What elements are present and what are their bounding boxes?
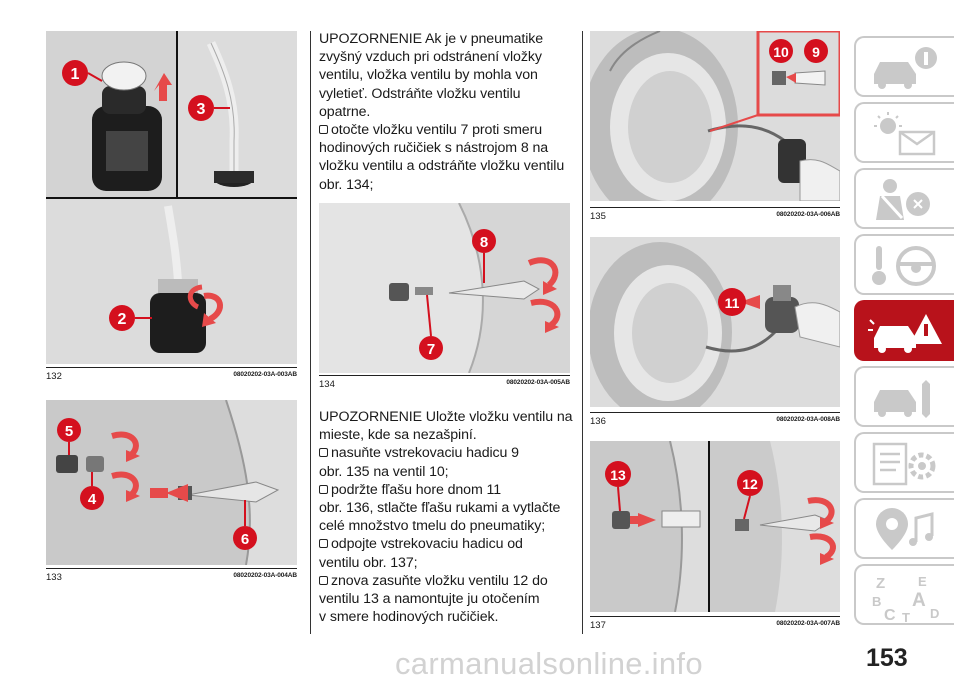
figure-135: 10 9 <box>590 31 840 201</box>
sidebar-tab-emergency[interactable] <box>854 300 954 361</box>
sidebar-tab-safety[interactable] <box>854 168 954 229</box>
fig134-label-8: 8 <box>480 234 488 251</box>
figure-code: 08020202-03A-006AB <box>776 211 840 218</box>
fig137-label-13: 13 <box>610 467 626 483</box>
figure-code: 08020202-03A-005AB <box>506 379 570 386</box>
text-line: ventilu obr. 137; <box>319 554 418 571</box>
warning-lights-icon <box>874 112 936 156</box>
sidebar-tab-maintenance[interactable] <box>854 366 954 427</box>
text-line: opatrne. <box>319 103 371 120</box>
fig137-label-12: 12 <box>742 476 758 492</box>
column-divider-2 <box>582 31 583 634</box>
text-line: zvyšný vzduch pri odstránení vložky <box>319 49 542 66</box>
figure-134-caption: 134 08020202-03A-005AB <box>319 375 570 390</box>
sidebar-tab-multimedia[interactable] <box>854 498 954 559</box>
figure-number: 137 <box>590 620 606 631</box>
sidebar-tab-technical-data[interactable] <box>854 432 954 493</box>
sidebar-tab-index[interactable]: Z E B A C T D <box>854 564 954 625</box>
bullet-box-icon <box>319 575 328 585</box>
bullet-box-icon <box>319 448 328 458</box>
text-line: hodinových ručičiek s nástrojom 8 na <box>319 140 549 157</box>
text-line: mieste, kde sa nezašpiní. <box>319 427 477 444</box>
fig133-label-6: 6 <box>241 531 249 548</box>
specs-gear-icon <box>872 442 936 486</box>
text-line: odpojte vstrekovaciu hadicu od <box>331 536 523 553</box>
car-emergency-icon <box>868 314 942 353</box>
page-number: 153 <box>866 644 908 672</box>
steering-wheel-icon <box>872 246 936 286</box>
text-line: v smere hodinových ručičiek. <box>319 609 499 626</box>
figure-133-caption: 133 08020202-03A-004AB <box>46 568 297 583</box>
fig135-label-9: 9 <box>812 44 820 60</box>
fig133-label-4: 4 <box>88 491 97 508</box>
figure-code: 08020202-03A-008AB <box>776 416 840 423</box>
bullet-box-icon <box>319 125 328 135</box>
sidebar-tab-dashboard[interactable] <box>854 36 954 97</box>
index-letter: B <box>872 594 881 609</box>
index-letter: D <box>930 606 939 621</box>
index-letter: T <box>902 610 910 622</box>
text-line: ventilu, vložka ventilu by mohla von <box>319 67 538 84</box>
figure-code: 08020202-03A-003AB <box>233 371 297 378</box>
bullet-box-icon <box>319 539 328 549</box>
text-line: obr. 135 na ventil 10; <box>319 463 449 480</box>
text-line: obr. 134; <box>319 176 374 193</box>
seatbelt-airbag-icon <box>876 179 930 220</box>
sidebar-tab-warnings[interactable] <box>854 102 954 163</box>
multimedia-icon <box>876 508 934 550</box>
text-line: otočte vložku ventilu 7 proti smeru <box>331 122 542 139</box>
index-letter: Z <box>876 575 885 592</box>
text-line: UPOZORNENIE Uložte vložku ventilu na <box>319 409 573 425</box>
car-wrench-icon <box>874 380 930 418</box>
fig133-label-5: 5 <box>65 423 73 440</box>
fig132-label-2: 2 <box>118 311 127 328</box>
figure-133: 5 4 6 <box>46 400 297 565</box>
fig136-label-11: 11 <box>725 295 740 311</box>
alphabetical-index-icon: Z E B A C T D <box>872 574 939 622</box>
figure-135-caption: 135 08020202-03A-006AB <box>590 207 840 222</box>
figure-137-caption: 137 08020202-03A-007AB <box>590 616 840 631</box>
watermark: carmanualsonline.info <box>395 646 703 681</box>
fig135-label-10: 10 <box>773 44 789 60</box>
index-letter: C <box>884 607 896 622</box>
text-line: znova zasuňte vložku ventilu 12 do <box>331 572 548 589</box>
sidebar-tab-starting-driving[interactable] <box>854 234 954 295</box>
index-letter: A <box>912 590 926 611</box>
figure-code: 08020202-03A-004AB <box>233 572 297 579</box>
figure-number: 134 <box>319 379 335 390</box>
figure-number: 136 <box>590 416 606 427</box>
car-info-icon <box>874 47 937 89</box>
text-line: ventilu 13 a namontujte ju otočením <box>319 591 540 608</box>
text-line: UPOZORNENIE Ak je v pneumatike <box>319 31 544 47</box>
figure-code: 08020202-03A-007AB <box>776 620 840 627</box>
figure-136-caption: 136 08020202-03A-008AB <box>590 412 840 427</box>
figure-number: 133 <box>46 572 62 583</box>
text-block-top: UPOZORNENIE Ak je v pneumatike zvyšný vz… <box>319 30 579 194</box>
bullet-box-icon <box>319 484 328 494</box>
fig132-label-1: 1 <box>71 66 80 83</box>
text-line: obr. 136, stlačte fľašu rukami a vytlačt… <box>319 500 561 517</box>
fig134-label-7: 7 <box>427 341 435 358</box>
text-line: nasuňte vstrekovaciu hadicu 9 <box>331 445 519 462</box>
figure-number: 132 <box>46 371 62 382</box>
fig132-label-3: 3 <box>197 101 206 118</box>
figure-132-caption: 132 08020202-03A-003AB <box>46 367 297 382</box>
text-line: vyletieť. Odstráňte vložku ventilu <box>319 85 521 102</box>
figure-137: 13 12 <box>590 441 840 612</box>
text-line: vložku ventilu a odstráňte vložku ventil… <box>319 158 565 175</box>
text-line: podržte fľašu hore dnom 11 <box>331 481 502 498</box>
figure-134: 8 7 <box>319 203 570 373</box>
figure-132: 1 3 2 <box>46 31 297 364</box>
figure-number: 135 <box>590 211 606 222</box>
column-divider-1 <box>310 31 311 634</box>
index-letter: E <box>918 574 927 589</box>
text-line: celé množstvo tmelu do pneumatiky; <box>319 518 546 535</box>
figure-136: 11 <box>590 237 840 407</box>
text-block-bottom: UPOZORNENIE Uložte vložku ventilu na mie… <box>319 408 581 626</box>
